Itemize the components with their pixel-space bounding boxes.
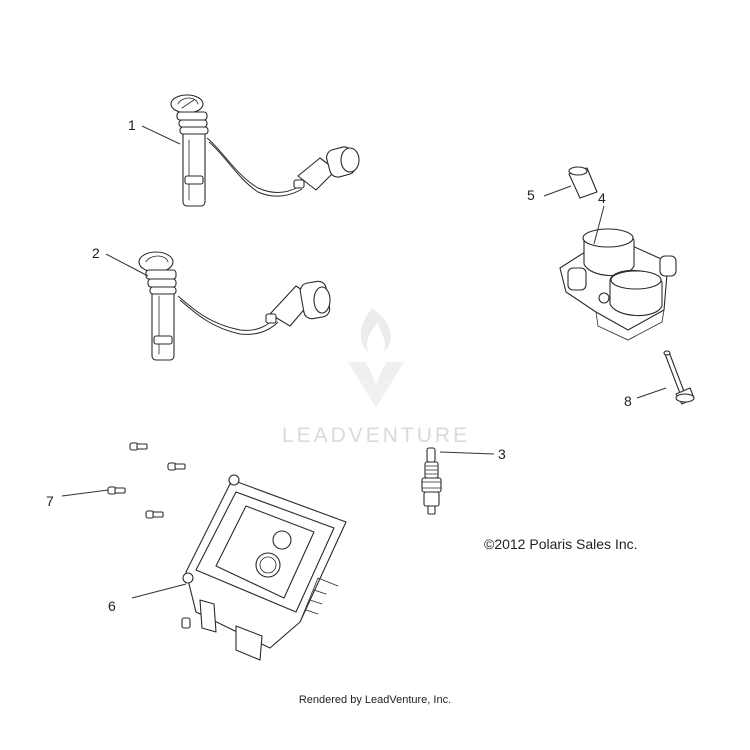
footer-credit: Rendered by LeadVenture, Inc. — [298, 694, 452, 706]
screw — [107, 486, 126, 495]
part-5-spacer — [568, 166, 598, 199]
callout-3: 3 — [498, 446, 506, 462]
watermark-text: LEADVENTURE — [281, 424, 471, 447]
screw — [145, 510, 164, 519]
callout-2: 2 — [92, 245, 100, 261]
callout-1: 1 — [128, 117, 136, 133]
part-8-bolt — [663, 350, 695, 405]
callout-6: 6 — [108, 598, 116, 614]
screw — [167, 462, 186, 471]
callout-7: 7 — [46, 493, 54, 509]
screw — [129, 442, 148, 451]
part-2-spark-plug-wire — [138, 251, 331, 361]
part-1-spark-plug-wire — [170, 94, 360, 207]
callout-5: 5 — [527, 187, 535, 203]
part-7-screws — [107, 442, 186, 519]
part-6-ecu-module — [181, 474, 347, 661]
copyright-notice: ©2012 Polaris Sales Inc. — [484, 536, 638, 552]
part-4-ignition-coil — [559, 228, 677, 341]
part-3-spark-plug — [421, 447, 442, 515]
leadventure-watermark-logo — [348, 308, 404, 408]
callout-4: 4 — [598, 190, 606, 206]
leader-lines — [61, 125, 667, 599]
callout-8: 8 — [624, 393, 632, 409]
